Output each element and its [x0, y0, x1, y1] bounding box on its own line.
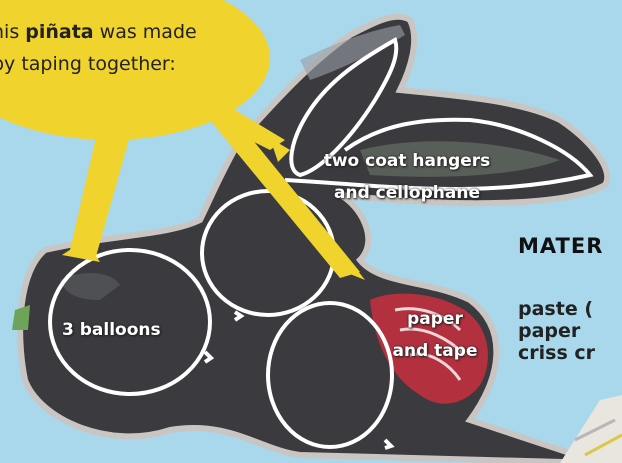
label-paper-tape: paper and tape — [380, 303, 490, 367]
materials-item: criss cr — [518, 342, 595, 364]
materials-heading: MATER — [518, 234, 603, 258]
bubble-line-1: his piñata was made — [0, 16, 232, 48]
speech-bubble-text: his piñata was made by taping together: — [0, 16, 232, 80]
materials-item: paper — [518, 320, 595, 342]
paper-corner — [560, 395, 622, 463]
pinata-word: piñata — [25, 21, 93, 43]
materials-list: paste ( paper criss cr — [518, 298, 595, 364]
label-coat-hangers: two coat hangers and cellophane — [304, 145, 510, 209]
materials-item: paste ( — [518, 298, 595, 320]
label-balloons: 3 balloons — [62, 320, 161, 340]
bubble-line-2: by taping together: — [0, 48, 232, 80]
